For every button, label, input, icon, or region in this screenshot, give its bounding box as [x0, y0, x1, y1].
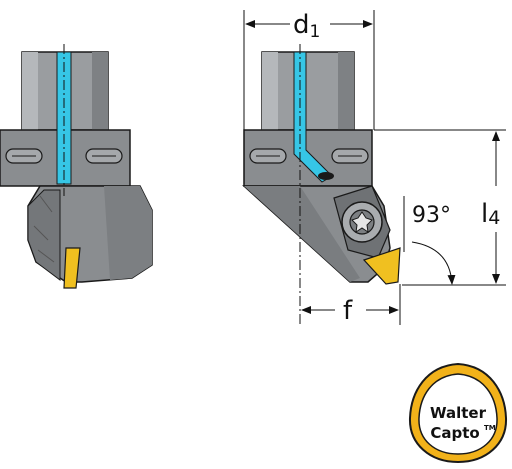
left-view — [0, 44, 153, 289]
left-clamp-screw — [5, 148, 43, 164]
f-label: f — [343, 296, 353, 326]
logo-trademark: TM — [484, 424, 496, 432]
walter-capto-logo: Walter Capto TM — [408, 362, 508, 464]
dimension-lines — [243, 10, 506, 325]
right-view — [242, 44, 401, 325]
d1-label: d1 — [293, 10, 320, 42]
right-view-screw-right — [331, 148, 369, 164]
right-clamp-screw — [85, 148, 123, 164]
right-view-screw-left — [249, 148, 287, 164]
logo-line2: Capto — [430, 424, 479, 442]
logo-line1: Walter — [430, 404, 487, 422]
left-insert — [63, 247, 81, 289]
angle-label: 93° — [412, 203, 451, 228]
l4-label: l4 — [481, 199, 500, 229]
insert-clamp-screw — [341, 201, 383, 243]
logo-inner-shape — [418, 373, 498, 455]
right-insert — [362, 247, 401, 285]
